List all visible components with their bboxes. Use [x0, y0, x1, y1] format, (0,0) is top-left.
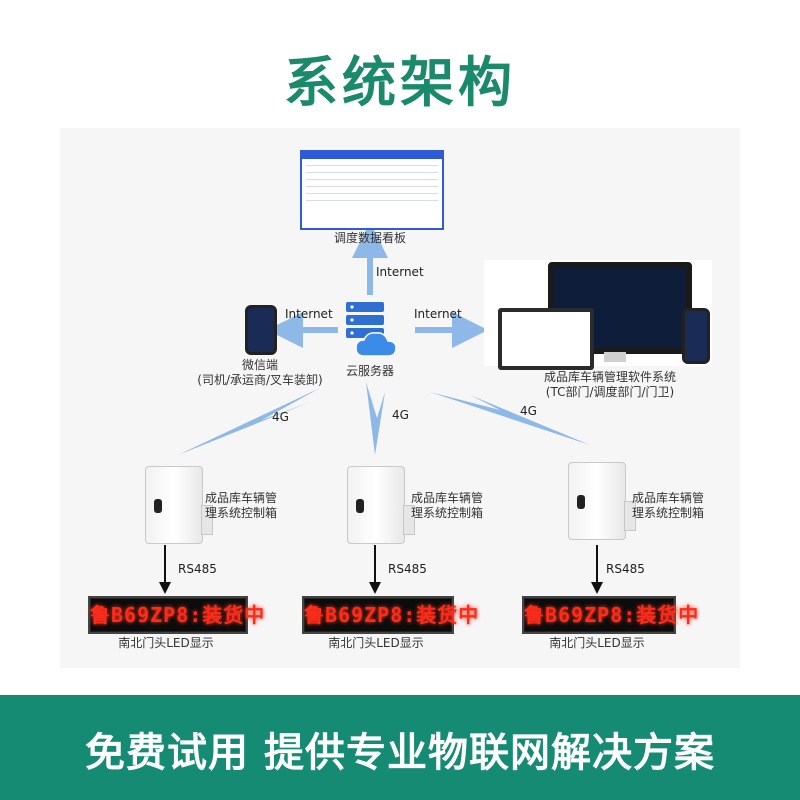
cabinet-label-left: 成品库车辆管 理系统控制箱 [205, 491, 278, 520]
cabinet-icon [347, 466, 405, 544]
edge-label-4g-center: 4G [392, 408, 409, 422]
edge-label-4g-left: 4G [272, 410, 289, 424]
page-title: 系统架构 [284, 51, 516, 114]
led-caption-center: 南北门头LED显示 [328, 636, 424, 650]
wechat-label: 微信端 (司机/承运商/叉车装卸) [197, 358, 323, 387]
led-display-center: 鲁B69ZP8:装货中 [302, 596, 478, 634]
dashboard-label: 调度数据看板 [333, 231, 406, 245]
edge-label-internet-top: Internet [376, 265, 424, 279]
led-display-right: 鲁B69ZP8:装货中 [522, 596, 698, 634]
server-icon [346, 302, 397, 357]
cloud-icon [355, 332, 397, 357]
cloud-label: 云服务器 [345, 364, 394, 378]
phone-icon [245, 305, 277, 355]
cabinet-icon [145, 466, 203, 544]
cabinet-label-right: 成品库车辆管 理系统控制箱 [632, 491, 705, 520]
lightning-4g-right [430, 392, 590, 445]
footer-banner [0, 695, 800, 800]
lightning-4g-center [366, 382, 385, 455]
edge-label-internet-right: Internet [414, 307, 462, 321]
led-display-left: 鲁B69ZP8:装货中 [88, 596, 264, 634]
software-label: 成品库车辆管理软件系统 (TC部门/调度部门/门卫) [543, 370, 676, 399]
edge-label-internet-left: Internet [285, 307, 333, 321]
led-caption-left: 南北门头LED显示 [118, 636, 214, 650]
edge-label-rs485-center: RS485 [388, 562, 427, 576]
cabinet-label-center: 成品库车辆管 理系统控制箱 [411, 491, 484, 520]
led-caption-right: 南北门头LED显示 [549, 636, 645, 650]
edge-label-4g-right: 4G [520, 404, 537, 418]
dashboard-screen [300, 150, 444, 230]
phone-icon [682, 308, 710, 364]
software-devices [484, 260, 712, 370]
footer-text: 免费试用 提供专业物联网解决方案 [85, 730, 715, 776]
dashboard-header-bar [302, 152, 442, 159]
edge-label-rs485-left: RS485 [178, 562, 217, 576]
cabinet-icon [568, 462, 626, 540]
laptop-icon [498, 308, 594, 370]
edge-label-rs485-right: RS485 [606, 562, 645, 576]
lightning-4g-left [178, 388, 320, 455]
